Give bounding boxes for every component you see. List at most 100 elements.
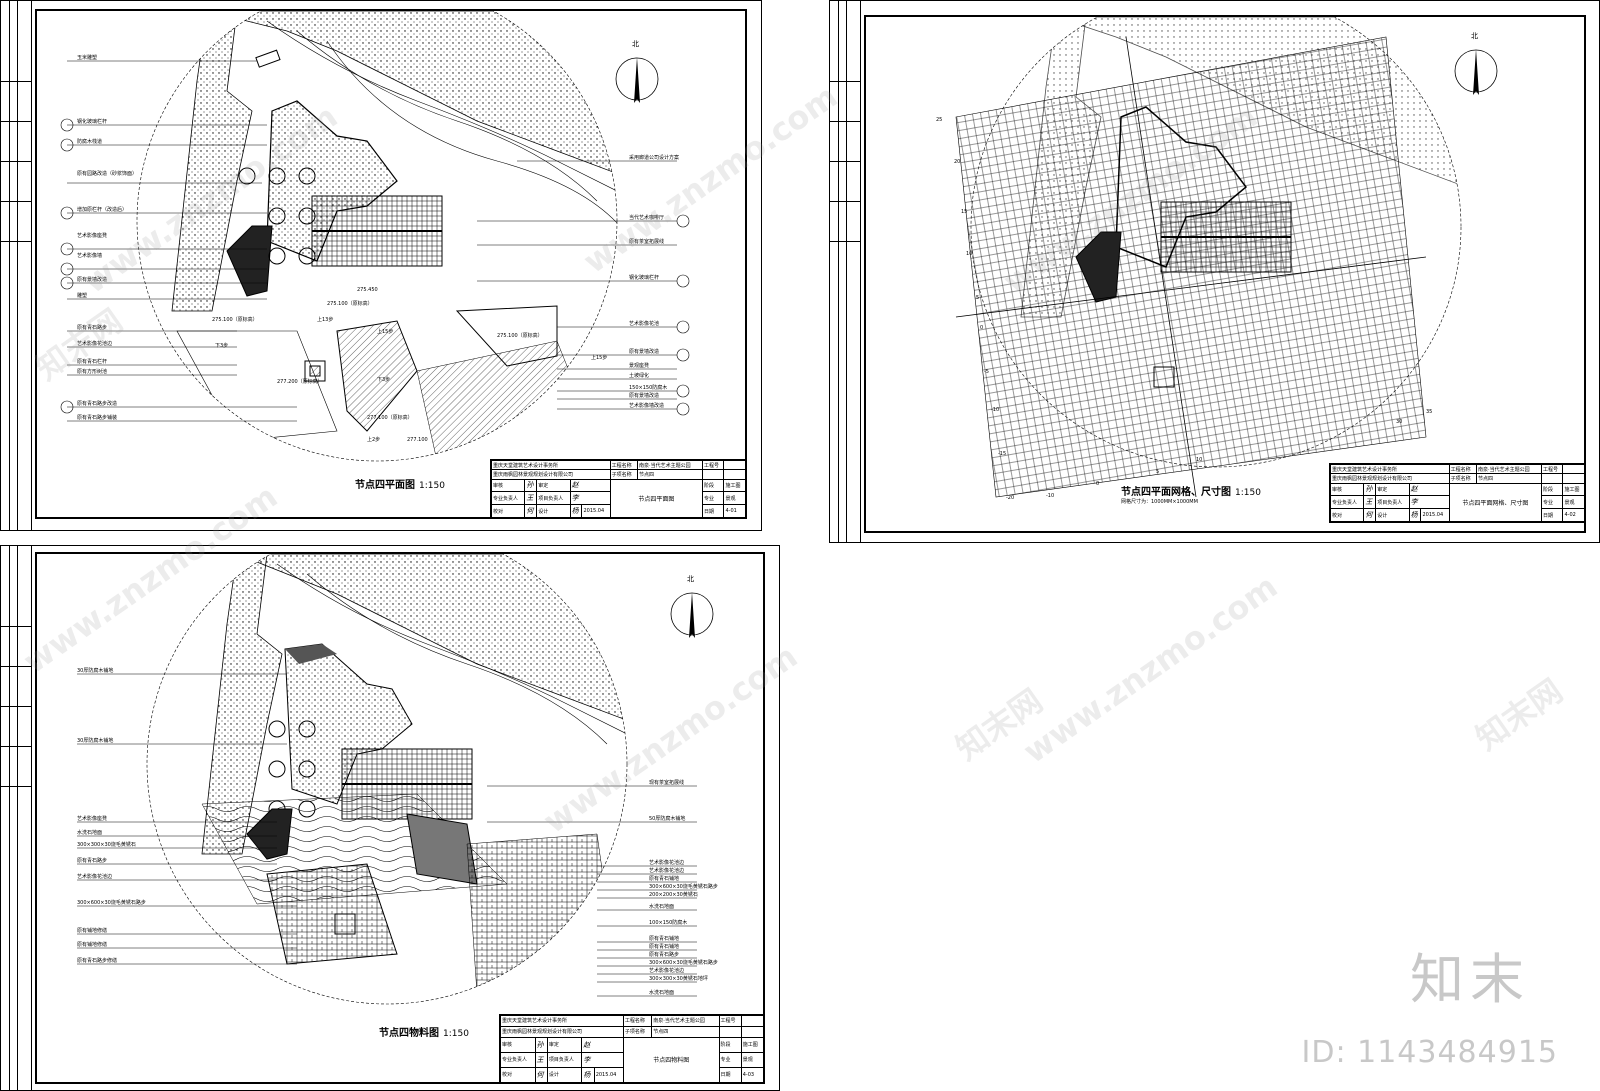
plan-title-text: 节点四物料图 bbox=[379, 1028, 439, 1039]
callout-label: 原有景墙改造 bbox=[629, 349, 660, 355]
callout-label: 艺术影像座凳 bbox=[77, 233, 108, 239]
tb-subproject-label: 子项名称 bbox=[622, 1025, 653, 1038]
callout-label: 150×150防腐木 bbox=[629, 385, 668, 391]
tb-project: 南泉·当代艺术主题公园 bbox=[651, 1015, 720, 1027]
tb-role: 项目负责人 bbox=[536, 491, 571, 506]
tb-role: 审核 bbox=[1329, 482, 1365, 497]
callout-label: 原有方形树池 bbox=[77, 369, 108, 375]
tb-stage: 施工图 bbox=[1562, 482, 1584, 497]
callout-label: 277.200（原标高） bbox=[277, 379, 323, 385]
tb-role: 设计 bbox=[536, 504, 571, 517]
callout-label: 现有茶室拓展线 bbox=[649, 780, 685, 786]
callout-label: 雕塑 bbox=[77, 293, 88, 299]
tb-discipline-label: 专业 bbox=[702, 491, 725, 506]
north-label: 北 bbox=[687, 575, 694, 583]
tb-discipline-label: 专业 bbox=[1541, 495, 1564, 510]
callout-label: 艺术影像花池 bbox=[629, 321, 660, 327]
tb-discipline: 景观 bbox=[1562, 495, 1584, 510]
tb-subproject: 节点四 bbox=[651, 1025, 720, 1038]
signature: 赵 bbox=[581, 1036, 624, 1053]
callout-label: 下3步 bbox=[377, 377, 391, 383]
callout-label: -10 bbox=[1046, 493, 1055, 499]
callout-label: 原有园路改造（砂浆饰面） bbox=[77, 171, 138, 177]
callout-label: 10 bbox=[1196, 457, 1203, 463]
callout-label: 0 bbox=[980, 325, 984, 331]
tb-role: 项目负责人 bbox=[546, 1051, 583, 1068]
tb-project: 南泉·当代艺术主题公园 bbox=[637, 459, 704, 471]
callout-label: 采用廊道公司设计方案 bbox=[629, 155, 680, 161]
callout-label: 下3步 bbox=[215, 343, 229, 349]
drawing-frame: 北 玉米雕塑钢化玻璃栏杆防腐木栈道原有园路改造（砂浆饰面）增加原栏杆（改造后）艺… bbox=[35, 9, 747, 519]
callout-label: 水洗石地面 bbox=[649, 990, 675, 996]
tb-role: 审定 bbox=[536, 478, 571, 493]
signature: 王 bbox=[534, 1051, 548, 1068]
tb-project: 南泉·当代艺术主题公园 bbox=[1476, 463, 1543, 475]
callout-label: 原有铺地修缮 bbox=[77, 942, 108, 948]
north-arrow-icon bbox=[615, 57, 659, 103]
tb-date-label: 日期 bbox=[702, 504, 725, 517]
signature: 何 bbox=[524, 504, 538, 517]
callout-label: 水洗石地面 bbox=[77, 830, 103, 836]
sheet-margin-strip bbox=[1, 546, 32, 1090]
callout-label: 景观座凳 bbox=[629, 363, 650, 369]
callout-label: 5 bbox=[976, 295, 980, 301]
callout-label: 200×200×30黄锈石 bbox=[649, 892, 698, 898]
callout-label: 300×600×30烧毛黄锈石路步 bbox=[649, 884, 718, 890]
tb-stage: 施工图 bbox=[740, 1036, 763, 1053]
tb-date: 2015.04 bbox=[593, 1066, 624, 1082]
callout-label: 275.450 bbox=[357, 287, 378, 293]
callout-label: 水洗石地面 bbox=[649, 904, 675, 910]
tb-drawing-name: 节点四平面图 bbox=[609, 478, 704, 517]
tb-job-label: 工程号 bbox=[718, 1015, 742, 1027]
tb-date-label: 日期 bbox=[1541, 508, 1564, 522]
callout-label: 5 bbox=[1156, 469, 1160, 475]
callout-label: 艺术影像座凳 bbox=[77, 816, 108, 822]
title-block: 重庆天堂建筑艺术设计事务所工程名称南泉·当代艺术主题公园工程号 重庆雨枫园林景观… bbox=[490, 459, 745, 517]
callout-label: 上15步 bbox=[377, 329, 394, 335]
callout-label: 275.100（原标高） bbox=[327, 301, 373, 307]
tb-drawing-name: 节点四平面网格、尺寸图 bbox=[1448, 482, 1543, 523]
signature: 杨 bbox=[581, 1066, 595, 1082]
tb-role: 专业负责人 bbox=[490, 491, 526, 506]
site-plan-drawing bbox=[60, 11, 690, 462]
callout-label: 原有青石铺地 bbox=[649, 944, 680, 950]
tb-subproject-label: 子项名称 bbox=[1448, 473, 1478, 484]
tb-sheet-no: 4-01 bbox=[723, 504, 745, 517]
callout-label: 300×300×30黄锈石地坪 bbox=[649, 976, 708, 982]
callout-label: 20 bbox=[954, 159, 961, 165]
callout-label: 原有青石路步铺装 bbox=[77, 415, 118, 421]
tb-project-label: 工程名称 bbox=[1448, 463, 1478, 475]
callout-label: 原有铺地修缮 bbox=[77, 928, 108, 934]
tb-company2: 重庆雨枫园林景观规划设计有限公司 bbox=[500, 1025, 624, 1038]
tb-company2: 重庆雨枫园林景观规划设计有限公司 bbox=[491, 469, 611, 480]
north-arrow-icon bbox=[1454, 49, 1498, 95]
callout-label: 50厚防腐木铺地 bbox=[649, 816, 686, 822]
callout-label: 300×600×30烧毛黄锈石路步 bbox=[649, 960, 718, 966]
callout-label: 10 bbox=[966, 251, 973, 257]
callout-label: -20 bbox=[1006, 495, 1015, 501]
title-block: 重庆天堂建筑艺术设计事务所工程名称南泉·当代艺术主题公园工程号 重庆雨枫园林景观… bbox=[499, 1014, 763, 1082]
tb-job-label: 工程号 bbox=[1541, 463, 1564, 475]
callout-label: 300×600×30烧毛黄锈石路步 bbox=[77, 900, 146, 906]
watermark-brand: 知末网 bbox=[948, 681, 1050, 768]
callout-label: 原有青石铺地 bbox=[649, 876, 680, 882]
drawing-sheet-plan: 北 玉米雕塑钢化玻璃栏杆防腐木栈道原有园路改造（砂浆饰面）增加原栏杆（改造后）艺… bbox=[0, 0, 762, 531]
callout-label: 原有青石铺地 bbox=[649, 936, 680, 942]
callout-label: -15 bbox=[998, 451, 1007, 457]
signature: 王 bbox=[524, 491, 538, 506]
callout-label: 原有景墙改造 bbox=[629, 393, 660, 399]
tb-job-label: 工程号 bbox=[702, 459, 725, 471]
tb-company1: 重庆天堂建筑艺术设计事务所 bbox=[500, 1015, 624, 1027]
callout-label: 原有青石路步改造 bbox=[77, 401, 118, 407]
callout-label: 增加原栏杆（改造后） bbox=[77, 207, 128, 213]
tb-role: 设计 bbox=[546, 1066, 583, 1082]
tb-sheet-no: 4-03 bbox=[740, 1066, 763, 1082]
tb-date: 2015.04 bbox=[1420, 508, 1450, 522]
tb-role: 审定 bbox=[1375, 482, 1410, 497]
tb-company1: 重庆天堂建筑艺术设计事务所 bbox=[491, 459, 611, 471]
signature: 李 bbox=[581, 1051, 624, 1068]
tb-subproject: 节点四 bbox=[637, 469, 704, 480]
callout-label: 0 bbox=[1096, 481, 1100, 487]
